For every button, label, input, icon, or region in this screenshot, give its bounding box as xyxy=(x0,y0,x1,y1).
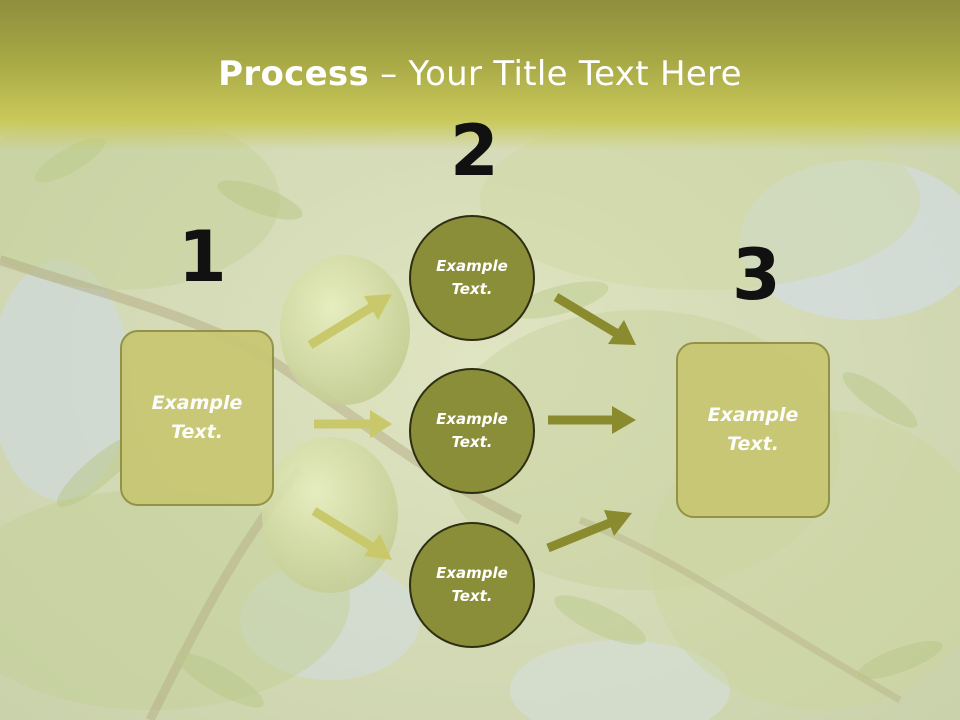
arrow-circle2-to-box3 xyxy=(548,406,636,434)
step-number-2: 2 xyxy=(450,110,499,192)
circle-1[interactable]: Example Text. xyxy=(409,215,535,341)
arrow-box1-to-circle1 xyxy=(307,294,392,349)
circle-3-label: Example Text. xyxy=(436,564,508,605)
circle-3[interactable]: Example Text. xyxy=(409,522,535,648)
step-1-box-label: Example Text. xyxy=(151,392,243,443)
arrow-circle3-to-box3 xyxy=(546,510,632,553)
step-number-1: 1 xyxy=(178,216,227,298)
step-1-box[interactable]: Example Text. xyxy=(120,330,274,506)
circle-2-label: Example Text. xyxy=(436,410,508,451)
step-number-3: 3 xyxy=(732,234,781,316)
arrow-box1-to-circle2 xyxy=(314,410,392,438)
title-rest: – Your Title Text Here xyxy=(369,54,742,94)
circle-2[interactable]: Example Text. xyxy=(409,368,535,494)
step-3-box-label: Example Text. xyxy=(707,404,799,455)
title-band xyxy=(0,0,960,150)
title-bold: Process xyxy=(218,54,370,94)
step-3-box[interactable]: Example Text. xyxy=(676,342,830,518)
circle-1-label: Example Text. xyxy=(436,257,508,298)
arrow-box1-to-circle3 xyxy=(311,507,392,560)
arrow-circle1-to-box3 xyxy=(553,293,636,345)
slide-title: Process – Your Title Text Here xyxy=(0,54,960,94)
